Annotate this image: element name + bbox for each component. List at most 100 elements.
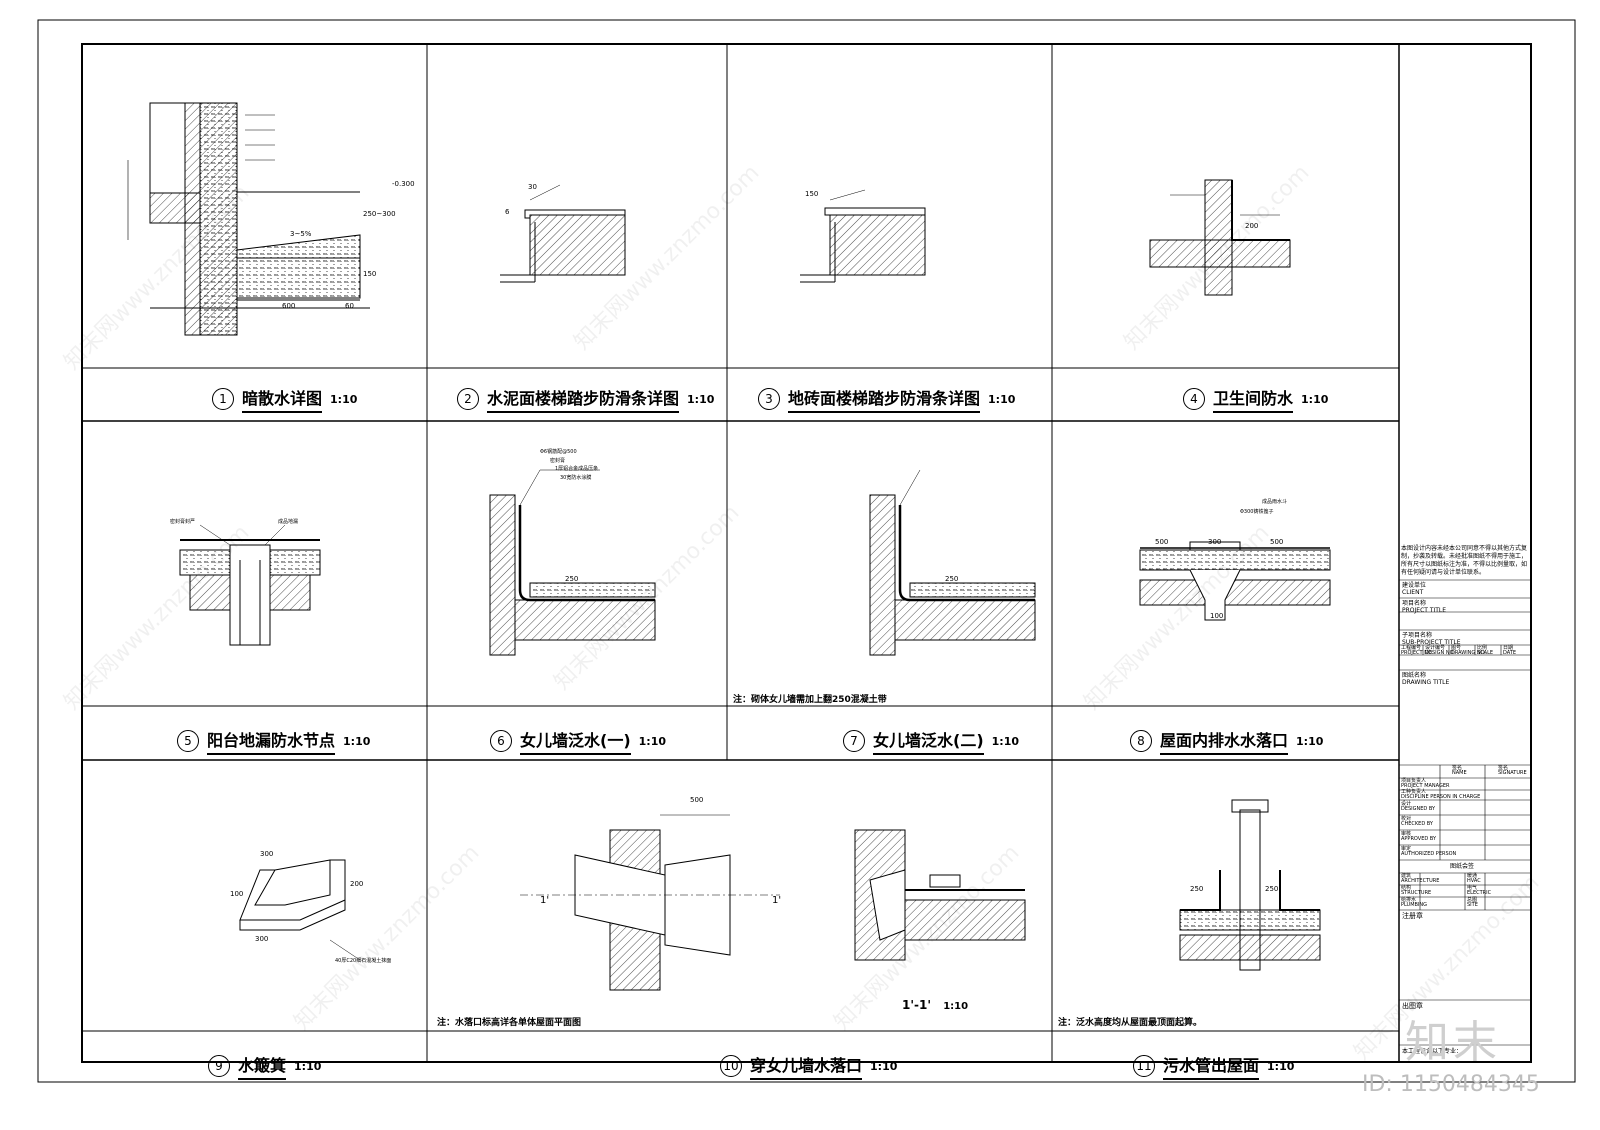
detail-9-drawing bbox=[239, 859, 361, 961]
tb-label: 日期 bbox=[1503, 645, 1514, 651]
tb-label-en: CHECKED BY bbox=[1401, 821, 1433, 827]
tb-label-en: APPROVED BY bbox=[1401, 836, 1437, 842]
dim-label: 60 bbox=[345, 302, 354, 310]
detail-3-drawing bbox=[800, 189, 926, 283]
tb-label: 工程编号 bbox=[1401, 645, 1422, 651]
tb-label: 比例 bbox=[1477, 645, 1488, 651]
dim-label: 300 bbox=[1208, 538, 1222, 546]
detail-scale: 1:10 bbox=[294, 1059, 322, 1073]
tb-label: 总图 bbox=[1467, 897, 1478, 903]
dim-label: 200 bbox=[1245, 222, 1259, 230]
tb-label: 子项目名称 bbox=[1402, 632, 1433, 639]
detail-name: 穿女儿墙水落口 bbox=[750, 1052, 863, 1080]
tb-label-en: DRAWING TITLE bbox=[1402, 679, 1450, 686]
detail-number: 9 bbox=[208, 1055, 230, 1077]
dim-label: 250 bbox=[945, 575, 959, 583]
dim-label: 100 bbox=[1210, 612, 1224, 620]
tb-label: 校对 bbox=[1401, 816, 1412, 822]
detail-title-4: 4 卫生间防水 1:10 bbox=[1183, 385, 1328, 413]
dim-label: 250~300 bbox=[363, 210, 396, 218]
leader-label: Φ300铸铁篦子 bbox=[1240, 509, 1274, 515]
detail-name: 卫生间防水 bbox=[1213, 385, 1294, 413]
dim-label: 200 bbox=[350, 880, 364, 888]
detail-title-2: 2 水泥面楼梯踏步防滑条详图 1:10 bbox=[457, 385, 714, 413]
tb-label-en: PROJECT TITLE bbox=[1402, 607, 1447, 614]
detail-scale: 1:10 bbox=[343, 734, 371, 748]
note-detail-10: 注：水落口标高详各单体屋面平面图 bbox=[437, 1018, 582, 1028]
title-block-note: 本图设计内容未经本公司同意不得以其他方式复制，抄袭及转载。未经批准图纸不得用于施… bbox=[1401, 545, 1528, 576]
detail-scale: 1:10 bbox=[330, 392, 358, 406]
detail-number: 2 bbox=[457, 388, 479, 410]
tb-label-en: SITE bbox=[1467, 902, 1478, 908]
tb-label-en: SCALE bbox=[1477, 650, 1494, 656]
detail-scale: 1:10 bbox=[1296, 734, 1324, 748]
detail-name: 污水管出屋面 bbox=[1163, 1052, 1260, 1080]
dim-label: 150 bbox=[805, 190, 819, 198]
tb-label: 给排水 bbox=[1401, 897, 1417, 903]
dim-label: 600 bbox=[282, 302, 296, 310]
detail-number: 10 bbox=[720, 1055, 742, 1077]
detail-number: 3 bbox=[758, 388, 780, 410]
detail-number: 4 bbox=[1183, 388, 1205, 410]
title-block-lines bbox=[1399, 579, 1531, 1046]
tb-label: 暖通 bbox=[1467, 873, 1478, 879]
tb-label-en: AUTHORIZED PERSON bbox=[1401, 851, 1457, 857]
dim-label: 100 bbox=[230, 890, 244, 898]
detail-4-drawing bbox=[1149, 179, 1291, 296]
tb-remarks: 注册章 bbox=[1402, 912, 1423, 920]
dim-label: 3~5% bbox=[290, 230, 312, 238]
detail-title-9: 9 水簸箕 1:10 bbox=[208, 1052, 321, 1080]
tb-label-en: PROJECT NO. bbox=[1401, 650, 1434, 656]
leader-label: 密封膏封严 bbox=[170, 519, 196, 525]
leader-label: 1厚铝合金成品压条 bbox=[555, 466, 599, 472]
leader-label: 成品雨水斗 bbox=[1262, 499, 1288, 505]
section-name: 1'-1' bbox=[902, 998, 932, 1012]
tb-label: 图纸名称 bbox=[1402, 672, 1427, 679]
detail-number: 8 bbox=[1130, 730, 1152, 752]
detail-title-10: 10 穿女儿墙水落口 1:10 bbox=[720, 1052, 897, 1080]
detail-title-5: 5 阳台地漏防水节点 1:10 bbox=[177, 727, 370, 755]
detail-scale: 1:10 bbox=[687, 392, 715, 406]
tb-label-en: STRUCTURE bbox=[1401, 890, 1432, 896]
tb-label: 建筑 bbox=[1401, 873, 1412, 879]
detail-5-drawing bbox=[179, 524, 321, 646]
tb-stamp: 出图章 bbox=[1402, 1002, 1423, 1010]
tb-label: 项目负责人 bbox=[1401, 778, 1427, 784]
tb-label: 审核 bbox=[1401, 831, 1412, 837]
leader-label: Φ6钢筋配@500 bbox=[540, 449, 577, 455]
tb-label: 工种负责人 bbox=[1401, 789, 1427, 795]
tb-label-en: DATE bbox=[1503, 650, 1517, 656]
dim-label: 250 bbox=[565, 575, 579, 583]
tb-label-en: HVAC bbox=[1467, 878, 1481, 884]
tb-label-en: DRAWING NO. bbox=[1451, 650, 1486, 656]
tb-label-en: DESIGNED BY bbox=[1401, 806, 1436, 812]
tb-label: 设计编号 bbox=[1425, 645, 1446, 651]
detail-7-drawing bbox=[869, 469, 1036, 656]
brand-logo: 知末 bbox=[1405, 1017, 1501, 1068]
tb-label-en: DESIGN NO. bbox=[1425, 650, 1455, 656]
tb-label: 项目名称 bbox=[1402, 600, 1427, 607]
detail-name: 阳台地漏防水节点 bbox=[207, 727, 336, 755]
detail-name: 屋面内排水水落口 bbox=[1160, 727, 1289, 755]
detail-1-drawing bbox=[127, 102, 370, 336]
leader-label: 40厚C20细石混凝土抹面 bbox=[335, 958, 392, 964]
tb-label: 图号 bbox=[1451, 645, 1462, 651]
detail-scale: 1:10 bbox=[991, 734, 1020, 748]
note-detail-7: 注：砌体女儿墙需加上翻250混凝土带 bbox=[733, 695, 887, 705]
detail-name: 水簸箕 bbox=[238, 1052, 287, 1080]
detail-scale: 1:10 bbox=[870, 1059, 898, 1073]
detail-scale: 1:10 bbox=[988, 392, 1016, 406]
dim-label: 500 bbox=[1270, 538, 1284, 546]
